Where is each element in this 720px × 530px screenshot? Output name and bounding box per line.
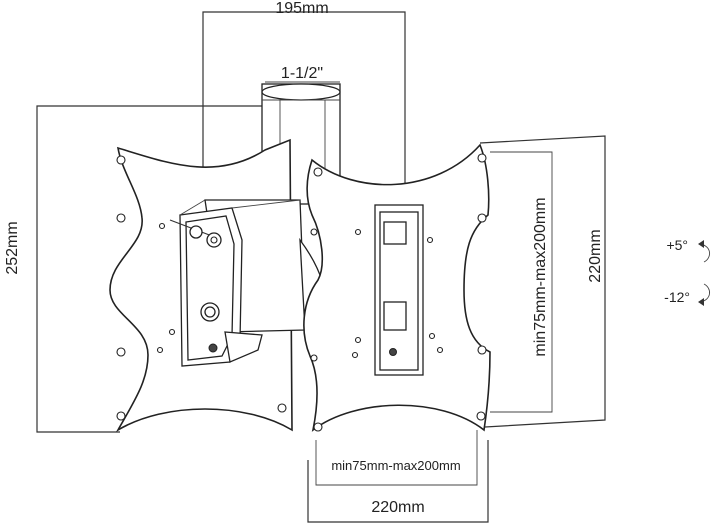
lower-slot [383, 301, 407, 331]
vesa-hole [436, 346, 444, 354]
swivel-bolt [200, 302, 333, 353]
vesa-hole [313, 167, 323, 177]
vesa-hole [354, 336, 362, 344]
upper-slot [383, 221, 407, 245]
plate-width-label: 220mm [371, 499, 424, 516]
wall-height-dimension-line [36, 105, 262, 433]
vesa-hole [477, 153, 487, 163]
vesa-hole [476, 411, 486, 421]
plate-height-dimension-line [479, 135, 606, 428]
vesa-hole [310, 354, 318, 362]
vesa-hole [310, 228, 318, 236]
vesa-vertical-label: min75mm-max200mm [532, 197, 549, 356]
vesa-hole [313, 422, 323, 432]
vesa-hole [477, 213, 487, 223]
vesa-hole [354, 228, 362, 236]
pole-diameter-label: 1-1/2" [281, 65, 323, 82]
vesa-horizontal-dimension-line [315, 430, 478, 486]
plate-height-label: 220mm [587, 229, 604, 282]
tilt-arrows-icon [698, 240, 710, 306]
mounting-hole [156, 346, 164, 354]
swivel-arm [179, 199, 328, 367]
vesa-hole [351, 351, 359, 359]
mounting-hole [277, 403, 287, 413]
tv-plate [303, 143, 491, 432]
vesa-vertical-dimension-line [490, 151, 553, 413]
tilt-knob [169, 219, 222, 248]
tilt-up-label: +5° [666, 237, 688, 253]
mounting-hole [158, 222, 166, 230]
mounting-hole [116, 155, 126, 165]
mounting-hole [116, 347, 126, 357]
vesa-hole [477, 345, 487, 355]
wall-height-label: 252mm [4, 221, 21, 274]
mounting-hole [116, 213, 126, 223]
vesa-horizontal-label: min75mm-max200mm [331, 458, 460, 473]
mounting-hole [116, 411, 126, 421]
tilt-down-label: -12° [664, 289, 690, 305]
vesa-hole [428, 332, 436, 340]
mounting-hole [168, 328, 176, 336]
pole-width-dimension-line [202, 11, 406, 190]
plate-width-dimension-line [307, 440, 489, 523]
vesa-hole [426, 236, 434, 244]
pole-width-label: 195mm [275, 0, 328, 17]
